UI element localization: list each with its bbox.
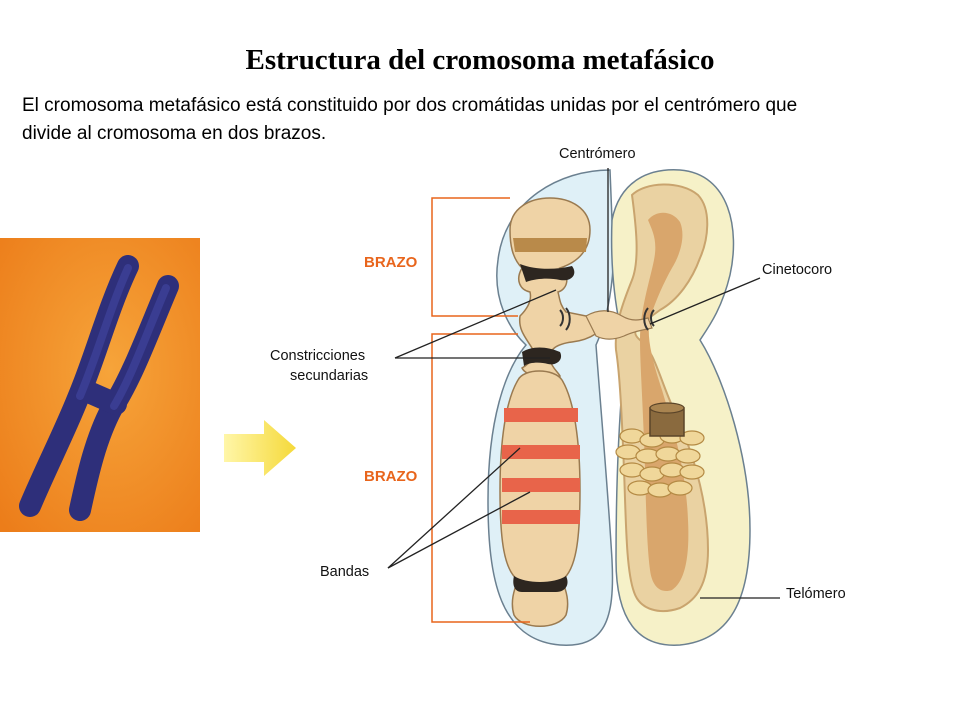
intro-line-1: El cromosoma metafásico está constituido… [22,95,798,116]
chromosome-micrograph [0,238,200,532]
arm-braces [431,197,530,623]
right-chromatid-core [640,212,689,592]
leader-lines [387,168,780,599]
label-bandas: Bandas [320,564,370,580]
kinetochore-icon [559,307,655,331]
intro-text: El cromosoma metafásico está constituido… [22,92,922,148]
label-brazo-upper: BRAZO [364,254,418,271]
label-telomero: Telómero [786,586,846,602]
label-centromero: Centrómero [559,146,636,162]
page-title: Estructura del cromosoma metafásico [245,44,715,76]
label-cinetocoro: Cinetocoro [762,262,833,278]
centromere-bridge [585,310,653,340]
label-constricciones: Constricciones secundarias [270,346,368,386]
label-constricciones-line1: Constricciones [270,348,366,364]
label-constricciones-line2: secundarias [290,368,369,384]
coiled-fiber [615,428,705,498]
arrow-icon [224,420,296,476]
left-chromatid [499,197,611,627]
chromosome-diagram: Centrómero Cinetocoro BRAZO BRAZO Constr… [260,140,960,660]
label-brazo-lower: BRAZO [364,468,418,485]
chromosome-illustration [387,168,780,646]
intro-line-2: divide al cromosoma en dos brazos. [22,123,327,144]
